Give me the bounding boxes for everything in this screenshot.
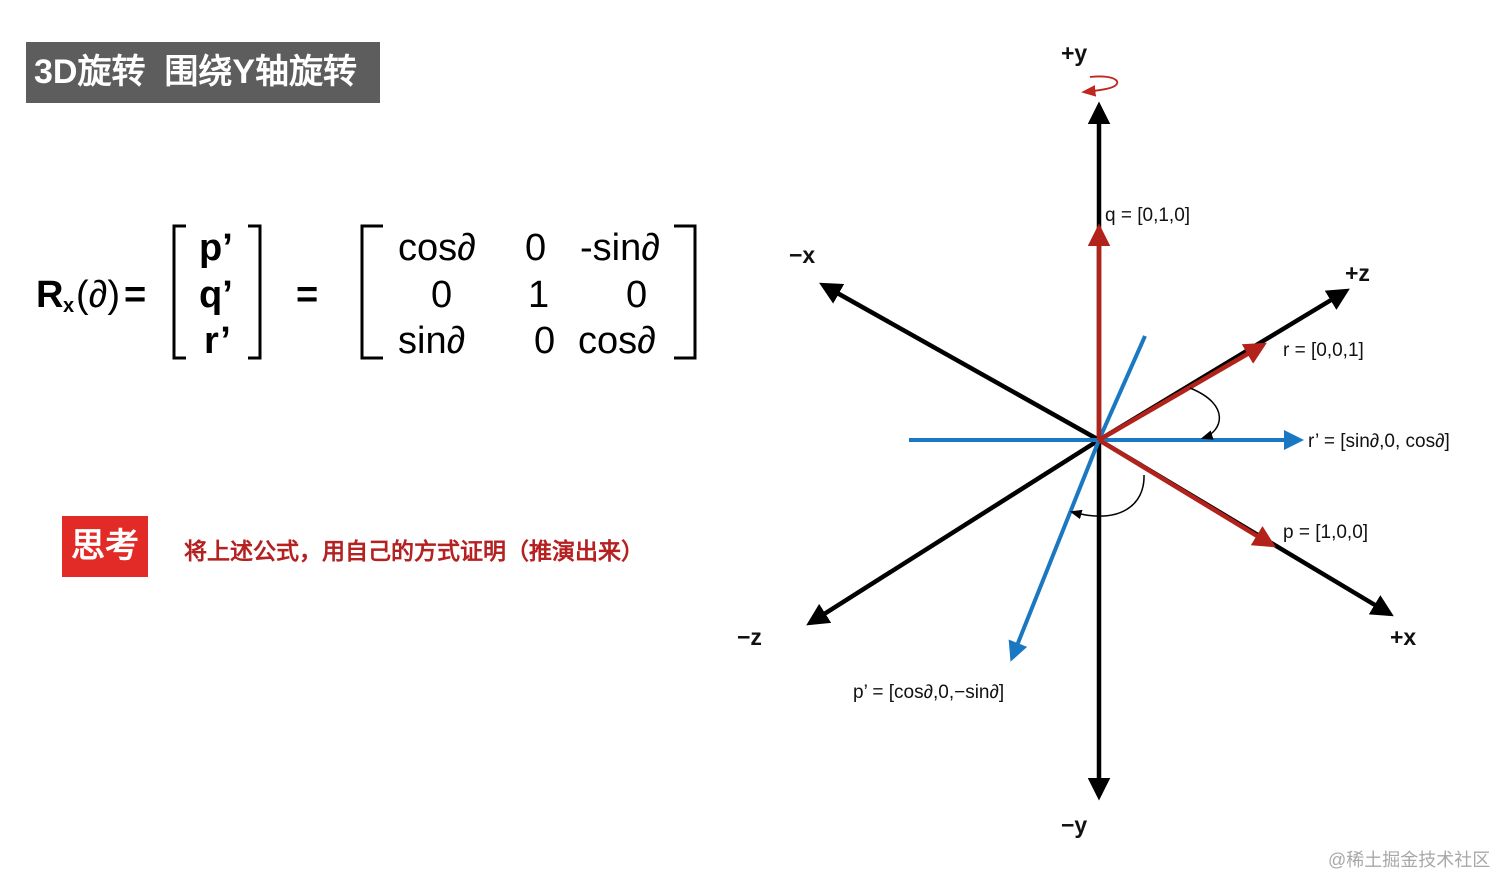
formula-lhs: R	[36, 274, 64, 316]
matrix-cell-0-1: 0	[525, 227, 547, 269]
p-prime-vector	[1008, 439, 1101, 662]
label-p: p = [1,0,0]	[1283, 522, 1369, 543]
axis-label-neg-y: −y	[1061, 812, 1088, 838]
rotation-arc-p	[1069, 474, 1145, 520]
axis-label-neg-z: −z	[737, 624, 762, 650]
matrix-cell-2-2: cos∂	[578, 320, 656, 362]
slide-title: 3D旋转 围绕Y轴旋转	[26, 42, 380, 103]
rotation-direction-icon	[1081, 75, 1119, 97]
matrix-cell-2-1: 0	[534, 320, 556, 362]
axis-label-pos-z: +z	[1345, 260, 1370, 286]
matrix-cell-2-0: sin∂	[398, 320, 466, 362]
axis-label-pos-y: +y	[1061, 40, 1088, 66]
axis-z	[806, 288, 1350, 626]
vector-entry-p: p’	[199, 227, 233, 269]
think-prompt: 将上述公式，用自己的方式证明（推演出来）	[184, 538, 644, 564]
vector-entry-r: r’	[204, 320, 231, 362]
label-r-prime: r’ = [sin∂,0, cos∂]	[1308, 431, 1450, 452]
r-vector	[1097, 342, 1267, 442]
rotation-formula: R x (∂) = p’ q’ r’ = cos∂ 0 -sin∂ 0 1 0 …	[0, 0, 760, 420]
axis-label-pos-x: +x	[1390, 624, 1417, 650]
watermark: @稀土掘金技术社区	[1328, 850, 1491, 870]
formula-lhs-subscript: x	[63, 295, 75, 317]
matrix-cell-1-2: 0	[626, 274, 648, 316]
label-q: q = [0,1,0]	[1105, 205, 1191, 226]
formula-equals-1: =	[124, 274, 147, 316]
matrix-cell-0-2: -sin∂	[580, 227, 661, 269]
vector-entry-q: q’	[199, 274, 233, 316]
matrix-cell-1-1: 1	[528, 274, 550, 316]
rotation-arc-r	[1189, 387, 1221, 440]
think-badge: 思考	[62, 516, 148, 577]
axis-x	[819, 282, 1394, 617]
matrix-cell-1-0: 0	[431, 274, 453, 316]
formula-lhs-arg: (∂)	[76, 274, 121, 316]
axis-label-neg-x: −x	[789, 242, 816, 268]
formula-equals-2: =	[296, 274, 319, 316]
matrix-cell-0-0: cos∂	[398, 227, 476, 269]
rotated-axis-upper	[1097, 335, 1147, 441]
bracket-lines	[172, 224, 697, 360]
label-r: r = [0,0,1]	[1283, 340, 1364, 361]
label-p-prime: p’ = [cos∂,0,−sin∂]	[853, 682, 1005, 703]
p-vector	[1097, 438, 1276, 548]
